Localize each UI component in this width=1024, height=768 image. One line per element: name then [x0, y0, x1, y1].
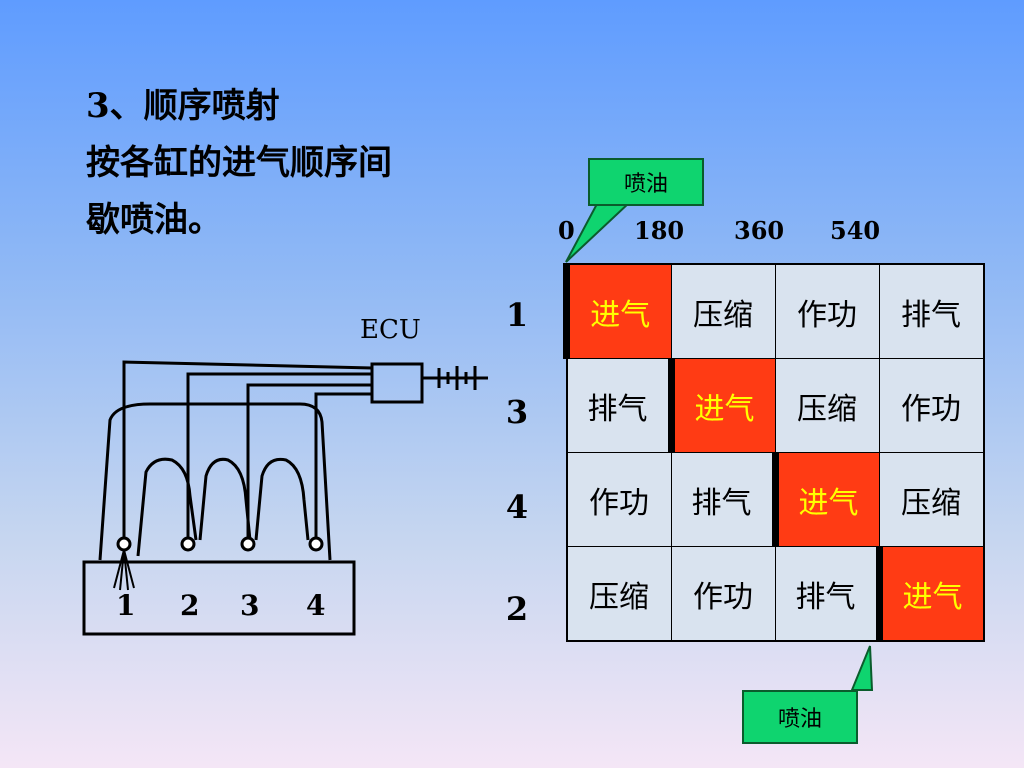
- intake-manifold-box: [82, 560, 356, 636]
- crank-angle-180: 180: [634, 216, 685, 245]
- stroke-cell-intake: 进气: [563, 263, 672, 359]
- firing-order-label-1: 1: [505, 296, 529, 334]
- table-row: 压缩 作功 排气 进气: [566, 546, 984, 642]
- injector-2: [180, 536, 196, 552]
- table-row: 排气 进气 压缩 作功: [566, 358, 984, 453]
- injector-wire-2: [186, 372, 372, 540]
- firing-order-label-4: 4: [505, 488, 529, 526]
- crank-angle-0: 0: [558, 216, 575, 245]
- ecu-label: ECU: [360, 315, 421, 345]
- ecu-box: [370, 362, 424, 404]
- stroke-cell: 压缩: [566, 546, 672, 642]
- stroke-cell: 排气: [670, 452, 776, 547]
- intake-runner-outer: [98, 402, 332, 561]
- stroke-cell: 作功: [670, 546, 776, 642]
- intake-runner-3: [254, 457, 310, 541]
- stroke-cell: 压缩: [774, 358, 880, 453]
- stroke-cell: 排气: [566, 358, 672, 453]
- callout-injection-top: 喷油: [588, 158, 704, 206]
- stroke-cell: 作功: [878, 358, 984, 453]
- intake-runner-2: [198, 457, 252, 541]
- stroke-cell: 排气: [774, 546, 880, 642]
- injector-wire-3: [246, 383, 372, 540]
- fuel-spray: [113, 549, 135, 591]
- stroke-timing-table: 进气 压缩 作功 排气 排气 进气 压缩 作功 作功 排气 进气 压缩 压缩 作…: [563, 263, 985, 642]
- callout-bottom-pointer: [850, 645, 874, 691]
- callout-injection-bottom: 喷油: [742, 690, 858, 744]
- cylinder-number-3: 3: [240, 589, 259, 622]
- injector-wire-1: [122, 360, 373, 540]
- crank-angle-540: 540: [830, 216, 881, 245]
- crank-angle-360: 360: [734, 216, 785, 245]
- callout-injection-bottom-text: 喷油: [777, 707, 822, 732]
- heading-body-line-2: 歇喷油。: [86, 200, 222, 240]
- callout-top-pointer: [565, 201, 633, 263]
- heading-body-line-1: 按各缸的进气顺序间: [86, 143, 392, 183]
- table-row: 作功 排气 进气 压缩: [566, 452, 984, 547]
- injector-3: [240, 536, 256, 552]
- cylinder-number-4: 4: [306, 589, 325, 622]
- stroke-cell: 作功: [566, 452, 672, 547]
- stroke-cell: 作功: [774, 263, 880, 359]
- stroke-cell-intake: 进气: [771, 452, 880, 547]
- callout-injection-top-text: 喷油: [623, 172, 668, 197]
- firing-order-label-2: 2: [505, 590, 529, 628]
- stroke-cell-intake: 进气: [875, 546, 984, 642]
- cylinder-number-2: 2: [180, 589, 199, 622]
- injector-4: [308, 536, 324, 552]
- injector-1: [116, 536, 132, 552]
- stroke-cell: 排气: [878, 263, 984, 359]
- stroke-cell: 压缩: [670, 263, 776, 359]
- firing-order-label-3: 3: [505, 393, 529, 431]
- stroke-cell: 压缩: [878, 452, 984, 547]
- title-block: 3、顺序喷射 按各缸的进气顺序间 歇喷油。: [86, 78, 392, 249]
- heading-title: 3、顺序喷射: [86, 86, 280, 126]
- injector-wire-4: [314, 392, 372, 540]
- table-row: 进气 压缩 作功 排气: [563, 263, 984, 359]
- stroke-cell-intake: 进气: [667, 358, 776, 453]
- intake-runner-1: [136, 457, 198, 557]
- cylinder-number-1: 1: [116, 589, 135, 622]
